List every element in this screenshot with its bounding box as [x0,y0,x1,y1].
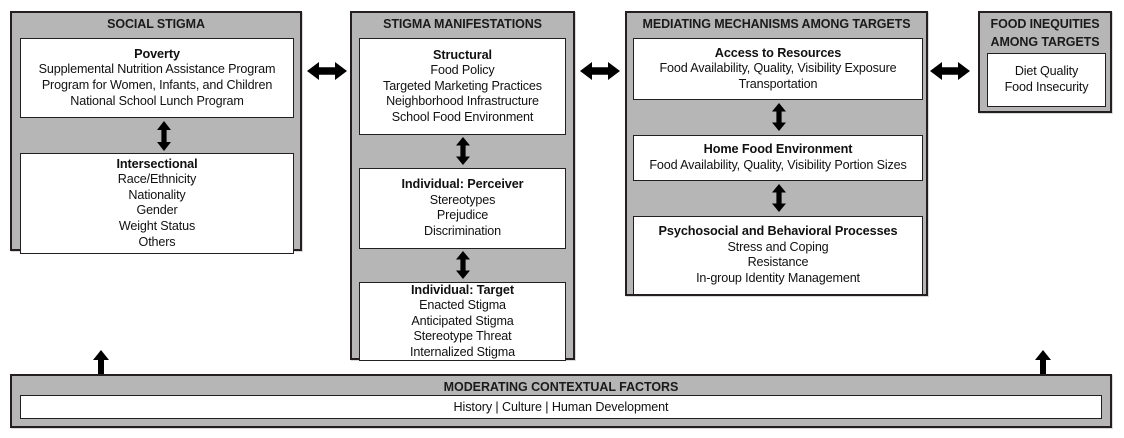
box-psychosocial-heading: Psychosocial and Behavioral Processes [658,224,898,239]
box-individual-target-line-1: Enacted Stigma [419,298,506,313]
box-home-food-environment-line-1: Food Availability, Quality, Visibility P… [649,157,907,172]
panel-title-moderating-contextual-factors: MODERATING CONTEXTUAL FACTORS [443,380,679,394]
box-structural: Structural Food Policy Targeted Marketin… [359,38,566,135]
box-intersectional-heading: Intersectional [116,156,198,171]
arrow-horizontal-manifestations-to-mediating [580,60,620,82]
panel-title-stigma-manifestations: STIGMA MANIFESTATIONS [383,17,542,31]
box-food-inequities-line-2: Food Insecurity [1004,80,1089,94]
arrow-up-right-moderating [1034,350,1052,383]
box-structural-line-3: Neighborhood Infrastructure [386,94,539,109]
box-individual-perceiver-line-2: Prejudice [436,208,489,223]
arrow-vertical-structural-perceiver [455,137,471,165]
box-intersectional-line-1: Race/Ethnicity [117,172,197,187]
arrow-up-left-moderating [92,350,110,383]
box-individual-perceiver-line-1: Stereotypes [429,192,496,207]
box-home-food-environment: Home Food Environment Food Availability,… [633,135,923,181]
box-psychosocial-behavioral-processes: Psychosocial and Behavioral Processes St… [633,216,923,295]
box-intersectional-line-4: Weight Status [118,219,196,234]
box-individual-target-line-4: Internalized Stigma [410,344,515,359]
box-intersectional-line-5: Others [138,234,176,249]
box-individual-perceiver-heading: Individual: Perceiver [401,177,524,192]
box-individual-perceiver: Individual: Perceiver Stereotypes Prejud… [359,168,566,249]
box-structural-line-1: Food Policy [430,63,495,78]
box-structural-heading: Structural [433,47,492,62]
box-access-to-resources-line-2: Transportation [738,76,818,91]
box-poverty-line-2: Program for Women, Infants, and Children [41,77,273,92]
arrow-vertical-access-home [771,103,787,131]
panel-food-inequities: FOOD INEQUITIES AMONG TARGETS Diet Quali… [978,11,1112,113]
arrow-horizontal-stigma-to-manifestations [307,60,347,82]
box-food-inequities-outcomes: Diet Quality Food Insecurity [987,53,1106,107]
panel-social-stigma: SOCIAL STIGMA Poverty Supplemental Nutri… [10,11,302,254]
box-psychosocial-line-1: Stress and Coping [727,239,829,254]
arrow-vertical-poverty-intersectional [156,121,172,151]
box-individual-target-line-2: Anticipated Stigma [411,313,514,328]
box-psychosocial-line-2: Resistance [747,255,809,270]
box-access-to-resources-line-1: Food Availability, Quality, Visibility E… [659,61,897,76]
box-poverty-line-1: Supplemental Nutrition Assistance Progra… [38,62,276,77]
box-individual-target: Individual: Target Enacted Stigma Antici… [359,282,566,361]
moderating-contextual-factors-content: History | Culture | Human Development [20,395,1102,419]
panel-title-mediating-mechanisms: MEDIATING MECHANISMS AMONG TARGETS [642,17,911,31]
arrow-horizontal-mediating-to-inequities [930,60,970,82]
panel-title-food-inequities-line-2: AMONG TARGETS [990,35,1100,49]
panel-moderating-contextual-factors: MODERATING CONTEXTUAL FACTORS History | … [10,374,1112,428]
box-access-to-resources-heading: Access to Resources [714,45,842,60]
arrow-vertical-perceiver-target [455,251,471,279]
box-intersectional: Intersectional Race/Ethnicity Nationalit… [20,153,294,254]
box-food-inequities-line-1: Diet Quality [1014,64,1079,79]
box-structural-line-2: Targeted Marketing Practices [383,78,542,93]
box-psychosocial-line-3: In-group Identity Management [696,271,860,286]
box-intersectional-line-3: Gender [136,203,178,218]
box-individual-target-heading: Individual: Target [411,282,514,297]
box-individual-perceiver-line-3: Discrimination [424,224,501,239]
box-intersectional-line-2: Nationality [128,187,186,202]
box-poverty: Poverty Supplemental Nutrition Assistanc… [20,38,294,118]
box-poverty-heading: Poverty [134,46,180,61]
panel-title-food-inequities-line-1: FOOD INEQUITIES [990,17,1100,31]
box-poverty-line-3: National School Lunch Program [70,93,244,108]
box-structural-line-4: School Food Environment [391,109,534,124]
box-individual-target-line-3: Stereotype Threat [413,329,512,344]
panel-mediating-mechanisms: MEDIATING MECHANISMS AMONG TARGETS Acces… [625,11,928,296]
panel-stigma-manifestations: STIGMA MANIFESTATIONS Structural Food Po… [350,11,575,361]
box-access-to-resources: Access to Resources Food Availability, Q… [633,38,923,100]
arrow-vertical-home-psychosocial [771,184,787,212]
panel-title-social-stigma: SOCIAL STIGMA [107,17,205,31]
box-home-food-environment-heading: Home Food Environment [703,142,853,157]
